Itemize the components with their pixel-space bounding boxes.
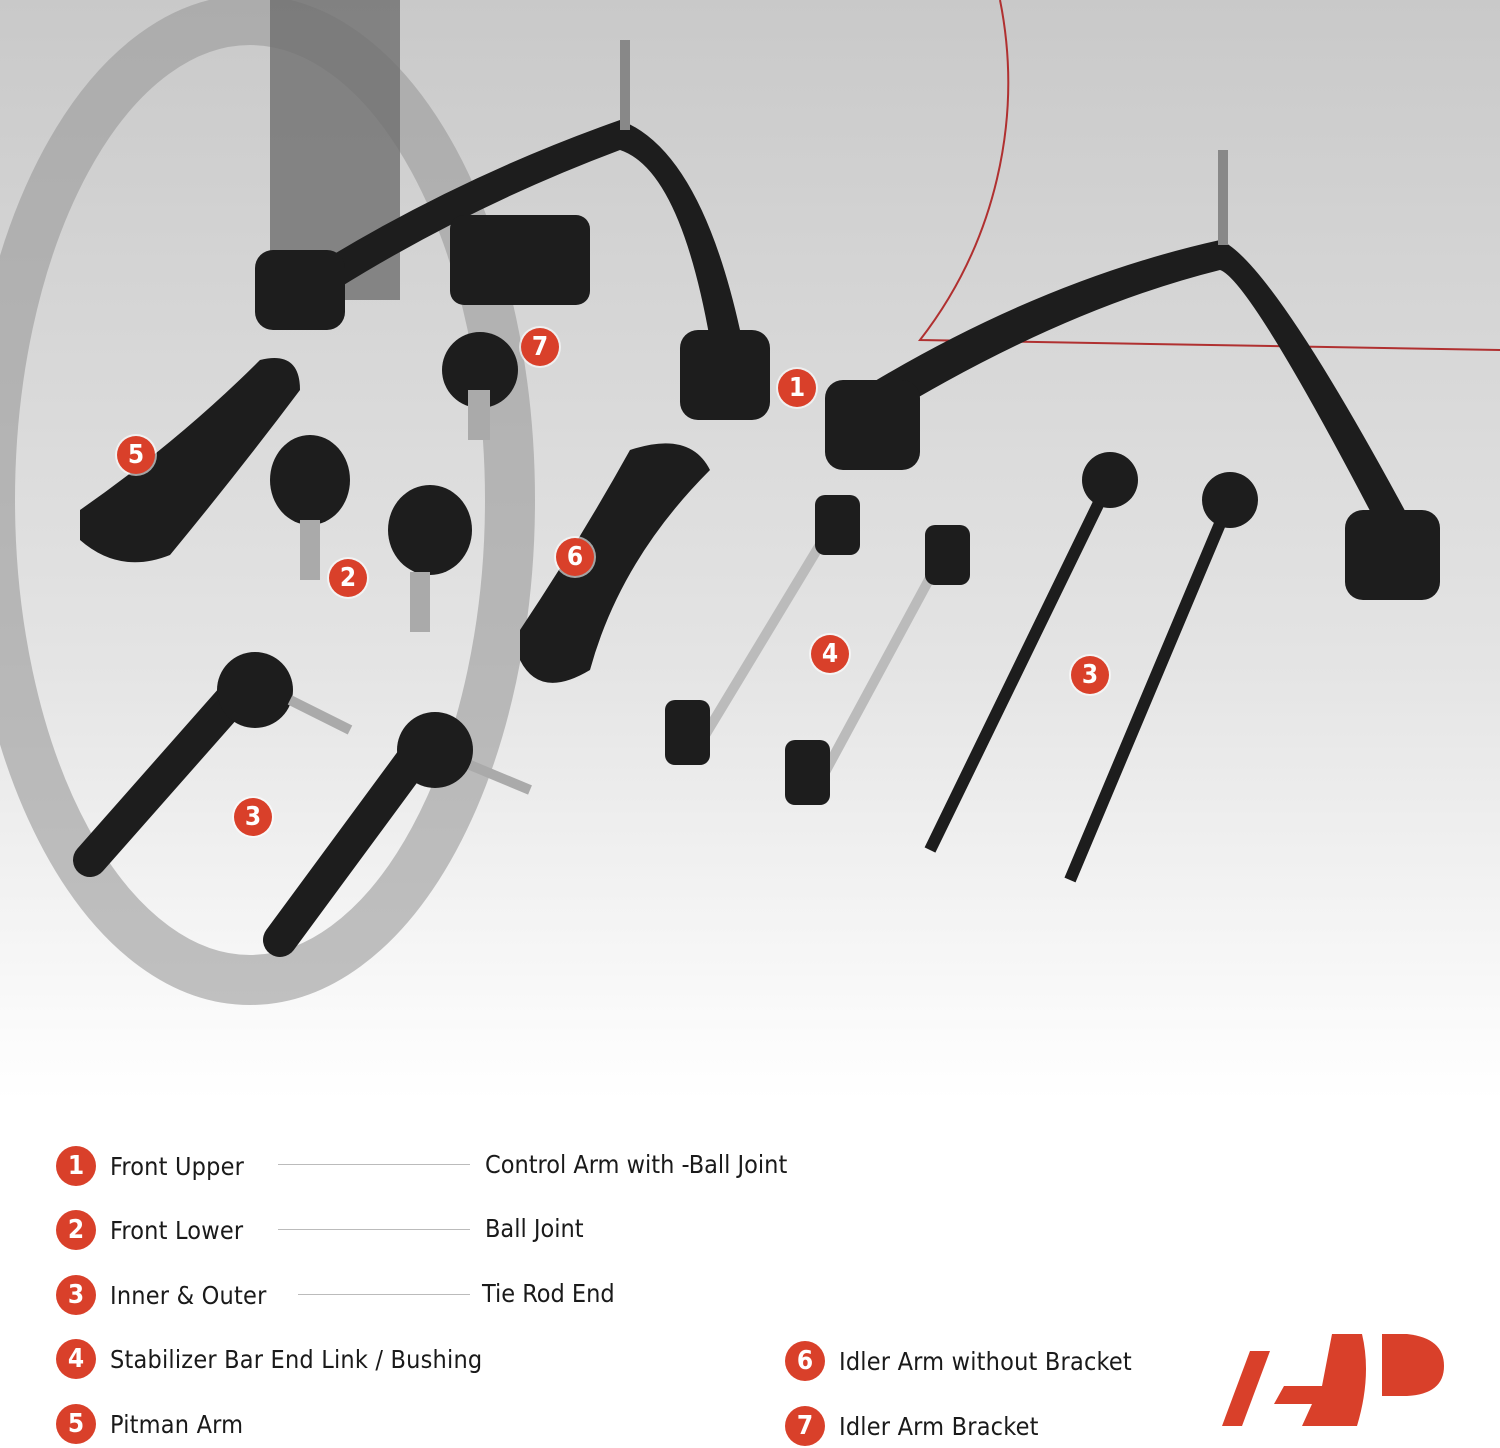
legend-label: Idler Arm without Bracket (839, 1346, 1132, 1376)
pitman-arm (80, 358, 300, 563)
upper-control-arm-right (825, 150, 1440, 600)
marker-3-inner: 3 (1071, 656, 1109, 694)
legend-desc: Control Arm with -Ball Joint (485, 1150, 788, 1179)
legend-item-4: 4 Stabilizer Bar End Link / Bushing (56, 1339, 482, 1379)
marker-1: 1 (778, 369, 816, 407)
legend-number: 4 (56, 1339, 96, 1379)
legend-number: 7 (785, 1406, 825, 1446)
legend-desc: Tie Rod End (482, 1279, 615, 1308)
legend-label: Inner & Outer (110, 1280, 267, 1310)
marker-6: 6 (556, 538, 594, 576)
legend-number: 2 (56, 1210, 96, 1250)
ball-joints (270, 435, 472, 632)
divider-line (278, 1164, 470, 1165)
marker-2: 2 (329, 559, 367, 597)
marker-4: 4 (811, 635, 849, 673)
upper-control-arm-left (255, 40, 770, 420)
legend-label: Idler Arm Bracket (839, 1411, 1039, 1441)
marker-5: 5 (117, 436, 155, 474)
red-guide-line (917, 0, 1500, 351)
legend-label: Stabilizer Bar End Link / Bushing (110, 1344, 483, 1374)
product-photo (0, 0, 1500, 1100)
stabilizer-end-links (665, 495, 970, 805)
legend-number: 1 (56, 1146, 96, 1186)
legend-item-1: 1 Front Upper (56, 1146, 244, 1186)
legend-item-7: 7 Idler Arm Bracket (785, 1406, 1039, 1446)
marker-3-outer: 3 (234, 798, 272, 836)
idler-arm-bracket (442, 215, 590, 440)
divider-line (298, 1294, 470, 1295)
legend-item-6: 6 Idler Arm without Bracket (785, 1341, 1132, 1381)
idler-arm (520, 443, 710, 683)
outer-tie-rods (73, 673, 437, 957)
wheel-backdrop (0, 0, 535, 1005)
brand-logo (1222, 1334, 1444, 1426)
legend-label: Front Upper (110, 1151, 245, 1181)
legend-number: 5 (56, 1404, 96, 1444)
marker-7: 7 (521, 328, 559, 366)
legend-item-2: 2 Front Lower (56, 1210, 243, 1250)
legend-label: Pitman Arm (110, 1409, 244, 1439)
legend-item-3: 3 Inner & Outer (56, 1275, 267, 1315)
legend-number: 6 (785, 1341, 825, 1381)
legend-desc: Ball Joint (485, 1214, 584, 1243)
inner-tie-rods (924, 477, 1236, 883)
legend-number: 3 (56, 1275, 96, 1315)
legend-item-5: 5 Pitman Arm (56, 1404, 243, 1444)
divider-line (278, 1229, 470, 1230)
legend-label: Front Lower (110, 1215, 244, 1245)
